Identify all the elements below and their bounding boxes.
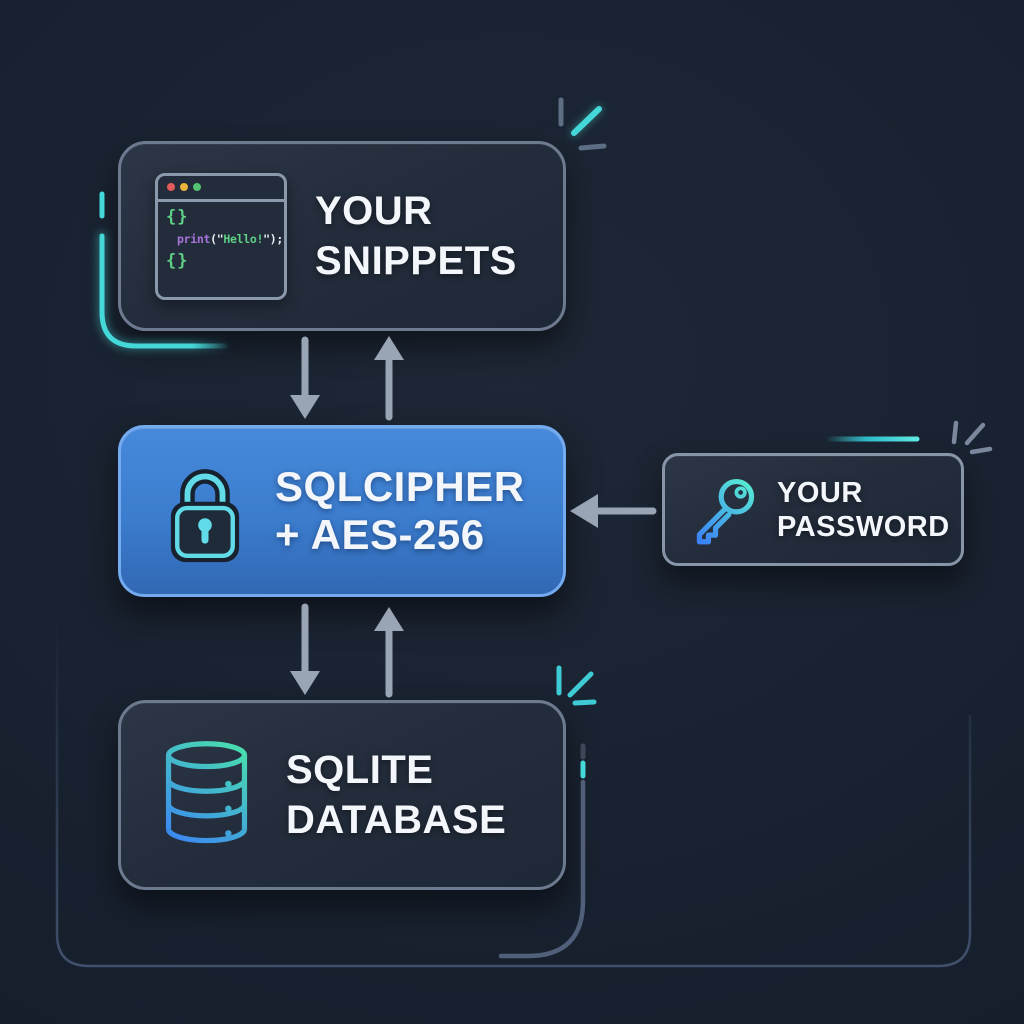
code-token-punct-open: (" bbox=[210, 231, 224, 246]
code-window-icon: {} print("Hello!"); {} bbox=[155, 172, 287, 300]
arrow-down-cipher-to-sqlite-icon bbox=[290, 603, 320, 695]
database-icon bbox=[165, 741, 248, 844]
code-line-print: print("Hello!"); bbox=[166, 230, 283, 249]
password-title-line2: PASSWORD bbox=[777, 510, 950, 543]
snippets-title: YOUR SNIPPETS bbox=[315, 186, 517, 286]
cipher-title: SQLCIPHER + AES-256 bbox=[275, 463, 525, 559]
arrow-up-cipher-to-snippets-icon bbox=[374, 336, 404, 421]
code-token-punct-close: "); bbox=[263, 231, 283, 246]
arrow-left-password-to-cipher-icon bbox=[570, 494, 657, 528]
node-your-password: YOUR PASSWORD bbox=[662, 453, 964, 566]
window-titlebar bbox=[158, 176, 284, 202]
arrow-down-snippets-to-cipher-icon bbox=[290, 336, 320, 419]
sqlite-title-line1: SQLITE bbox=[286, 748, 434, 792]
password-title-line1: YOUR bbox=[777, 476, 863, 509]
code-token-string: Hello! bbox=[223, 231, 264, 246]
sqlite-title: SQLITE DATABASE bbox=[286, 745, 506, 845]
window-dot-yellow-icon bbox=[180, 183, 188, 191]
spark-sqlite-icon bbox=[556, 665, 597, 706]
arrow-up-sqlite-to-cipher-icon bbox=[374, 607, 404, 698]
cipher-title-line1: SQLCIPHER bbox=[275, 463, 525, 510]
window-dot-green-icon bbox=[193, 183, 201, 191]
code-line-close-brace: {} bbox=[166, 250, 189, 271]
node-your-snippets: {} print("Hello!"); {} YOUR SNIPPETS bbox=[118, 141, 566, 331]
lock-icon bbox=[170, 469, 240, 563]
window-dot-red-icon bbox=[167, 183, 175, 191]
sqlite-title-line2: DATABASE bbox=[286, 798, 507, 842]
snippets-title-line1: YOUR bbox=[315, 189, 433, 233]
code-snippet: {} print("Hello!"); {} bbox=[158, 202, 284, 277]
password-title: YOUR PASSWORD bbox=[777, 476, 950, 544]
code-token-function: print bbox=[177, 231, 211, 246]
cipher-title-line2: + AES-256 bbox=[275, 511, 485, 558]
snippets-title-line2: SNIPPETS bbox=[315, 239, 517, 283]
key-icon bbox=[696, 478, 755, 544]
spark-snippets-icon bbox=[558, 97, 607, 151]
node-sqlite-database: SQLITE DATABASE bbox=[118, 700, 566, 890]
code-line-open-brace: {} bbox=[166, 206, 189, 227]
spark-password-icon bbox=[951, 420, 993, 455]
node-sqlcipher: SQLCIPHER + AES-256 bbox=[118, 425, 566, 597]
